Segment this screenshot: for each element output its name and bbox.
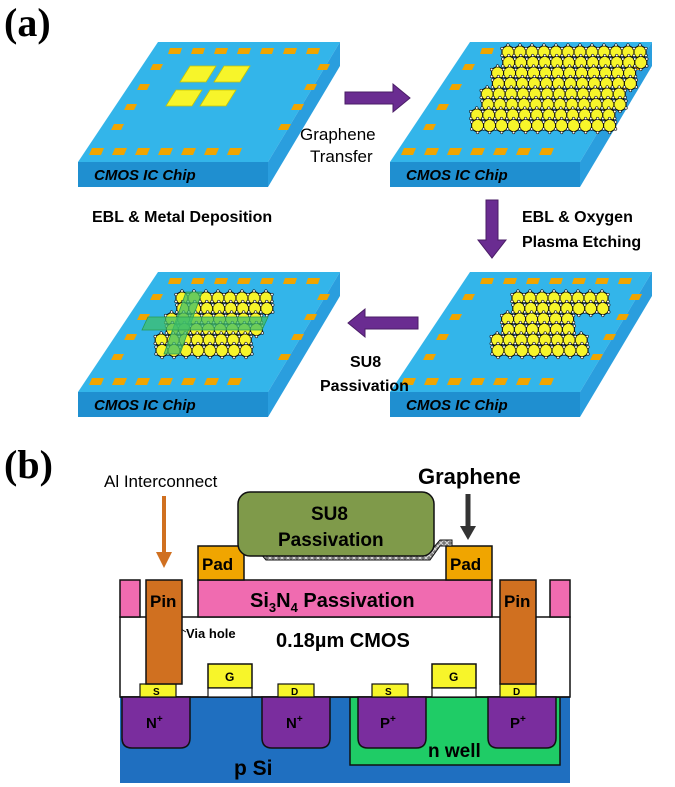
step-su8-line2: Passivation [320, 378, 409, 395]
n-well-label: n well [428, 741, 481, 762]
terminal-d-1: D [291, 687, 298, 698]
su8-passivation-block [237, 491, 435, 557]
n-plus-label-1: N+ [146, 714, 163, 732]
chip-label-2: CMOS IC Chip [406, 167, 508, 184]
p-plus-right [487, 696, 557, 749]
via-hole-label: Via hole [186, 626, 236, 641]
step-ebl-oxygen-line2: Plasma Etching [522, 234, 641, 251]
pin-right-label: Pin [504, 592, 530, 611]
chip-bare: CMOS IC Chip [78, 42, 340, 187]
p-plus-label-1: P+ [380, 714, 396, 732]
su8-label-line1: SU8 [311, 504, 348, 525]
al-interconnect-label: Al Interconnect [104, 472, 218, 491]
su8-cross [141, 291, 269, 355]
p-plus-left [357, 696, 427, 749]
gate-left [207, 663, 253, 689]
n-plus-label-2: N+ [286, 714, 303, 732]
contact-s-right [371, 683, 409, 698]
su8-label-line2: Passivation [278, 530, 384, 551]
terminal-s-1: S [153, 687, 160, 698]
panel-a-label: (a) [4, 0, 51, 45]
center-yellow-pads [165, 65, 251, 107]
terminal-s-2: S [385, 687, 392, 698]
terminal-g-2: G [449, 670, 458, 684]
chip-graphene: CMOS IC Chip [390, 42, 652, 187]
pad-right-label: Pad [450, 555, 481, 574]
n-plus-right [261, 696, 331, 749]
terminal-d-2: D [513, 687, 520, 698]
pin-left-label: Pin [150, 592, 176, 611]
chip-patterned-graphene: CMOS IC Chip [390, 272, 652, 417]
pink-edge-left [119, 579, 141, 618]
step-ebl-oxygen-line1: EBL & Oxygen [522, 209, 633, 226]
step-ebl-metal: EBL & Metal Deposition [92, 209, 272, 226]
cmos-process-label: 0.18µm CMOS [276, 630, 410, 652]
panel-b-label: (b) [4, 442, 53, 487]
si3n4-label: Si3N4 Passivation [250, 590, 415, 615]
step-graphene-line2: Transfer [310, 147, 373, 166]
p-si-label: p Si [234, 757, 273, 780]
pad-right [445, 545, 493, 581]
chip-label-4: CMOS IC Chip [94, 397, 196, 414]
pin-left [145, 579, 183, 685]
arrow-su8-passivation [347, 307, 419, 339]
chip-label-1: CMOS IC Chip [94, 167, 196, 184]
pad-left-label: Pad [202, 555, 233, 574]
chip-label-3: CMOS IC Chip [406, 397, 508, 414]
p-plus-label-2: P+ [510, 714, 526, 732]
chip-su8-passivated: CMOS IC Chip [78, 272, 340, 417]
pad-left [197, 545, 245, 581]
terminal-g-1: G [225, 670, 234, 684]
n-plus-left [121, 696, 191, 749]
si3n4-passivation [197, 579, 493, 618]
contact-d-left [277, 683, 315, 698]
gate-right [431, 663, 477, 689]
graphene-label: Graphene [418, 464, 521, 489]
al-interconnect-arrow [156, 496, 172, 568]
step-su8-line1: SU8 [350, 354, 381, 371]
graphene-arrow [460, 494, 476, 540]
pink-edge-right [549, 579, 571, 618]
arrow-graphene-transfer [344, 82, 411, 114]
step-graphene-line1: Graphene [300, 125, 376, 144]
arrow-ebl-oxygen [476, 199, 508, 259]
pin-right [499, 579, 537, 685]
cmos-dielectric [119, 616, 571, 698]
